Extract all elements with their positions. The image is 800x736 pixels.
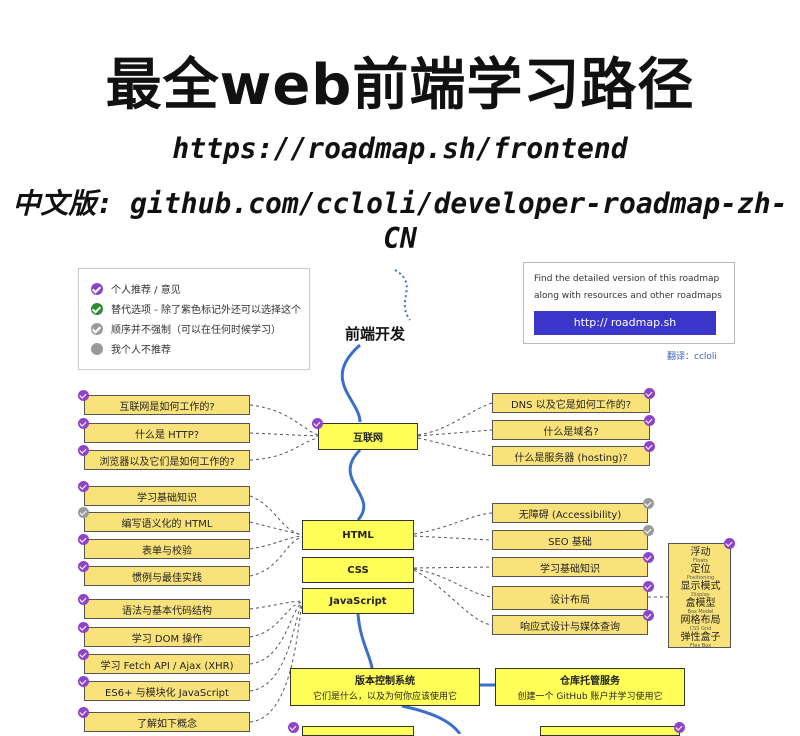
- purple-check-icon: [78, 594, 89, 605]
- gray-check-icon: [643, 498, 654, 509]
- accessibility-node[interactable]: 无障碍 (Accessibility): [492, 503, 648, 523]
- gray-check-icon: [78, 507, 89, 518]
- es6-modules-node[interactable]: ES6+ 与模块化 JavaScript: [84, 681, 250, 701]
- gray-check-icon: [643, 525, 654, 536]
- purple-check-icon: [643, 552, 654, 563]
- best-practices-node[interactable]: 惯例与最佳实践: [84, 566, 250, 586]
- concepts-node[interactable]: 了解如下概念: [84, 712, 250, 732]
- purple-check-icon: [78, 676, 89, 687]
- forms-validation-node[interactable]: 表单与校验: [84, 539, 250, 559]
- gray-check-icon: [91, 322, 103, 335]
- legend-item-order: 顺序并不强制（可以在任何时候学习）: [91, 321, 281, 336]
- cn-version-url[interactable]: 中文版: github.com/ccloli/developer-roadmap…: [12, 187, 788, 255]
- purple-check-icon: [312, 418, 323, 429]
- purple-check-icon: [644, 415, 655, 426]
- js-syntax-node[interactable]: 语法与基本代码结构: [84, 599, 250, 619]
- legend-panel: 个人推荐 / 意见 替代选项 - 除了紫色标记外还可以选择这个 顺序并不强制（可…: [78, 268, 310, 370]
- green-check-icon: [91, 302, 103, 315]
- layout-node[interactable]: 设计布局: [492, 586, 648, 610]
- purple-check-icon: [78, 390, 89, 401]
- page-title: 最全web前端学习路径: [105, 53, 695, 118]
- purple-check-icon: [78, 418, 89, 429]
- purple-check-icon: [91, 282, 103, 295]
- responsive-design-node[interactable]: 响应式设计与媒体查询: [492, 615, 648, 635]
- translator-credit: 翻译：ccloli: [667, 352, 717, 362]
- purple-check-icon: [78, 534, 89, 545]
- roadmap-link-button[interactable]: http:// roadmap.sh: [534, 311, 716, 335]
- purple-check-icon: [288, 722, 299, 733]
- css-basics-node[interactable]: 学习基础知识: [492, 557, 648, 577]
- purple-check-icon: [78, 445, 89, 456]
- domain-name-node[interactable]: 什么是域名?: [492, 420, 650, 440]
- purple-check-icon: [644, 388, 655, 399]
- purple-check-icon: [78, 622, 89, 633]
- purple-check-icon: [78, 707, 89, 718]
- purple-check-icon: [643, 610, 654, 621]
- browsers-node[interactable]: 浏览器以及它们是如何工作的?: [84, 450, 250, 470]
- repo-hosting-node[interactable]: 仓库托管服务 创建一个 GitHub 账户并学习使用它: [495, 668, 685, 706]
- javascript-node[interactable]: JavaScript: [302, 588, 414, 614]
- seo-basics-node[interactable]: SEO 基础: [492, 530, 648, 550]
- how-internet-works-node[interactable]: 互联网是如何工作的?: [84, 395, 250, 415]
- legend-item-alternative: 替代选项 - 除了紫色标记外还可以选择这个: [91, 301, 301, 316]
- legend-item-recommended: 个人推荐 / 意见: [91, 281, 181, 296]
- info-panel: Find the detailed version of this roadma…: [523, 262, 735, 344]
- purple-check-icon: [724, 538, 735, 549]
- what-is-http-node[interactable]: 什么是 HTTP?: [84, 423, 250, 443]
- purple-check-icon: [78, 481, 89, 492]
- roadmap-title: 前端开发: [345, 325, 406, 343]
- purple-check-icon: [644, 441, 655, 452]
- purple-check-icon: [643, 581, 654, 592]
- hosting-node[interactable]: 什么是服务器 (hosting)?: [492, 446, 650, 466]
- info-text: Find the detailed version of this roadma…: [534, 274, 722, 301]
- html-basics-node[interactable]: 学习基础知识: [84, 486, 250, 506]
- gray-dot-icon: [91, 342, 103, 355]
- purple-check-icon: [78, 561, 89, 572]
- css-node[interactable]: CSS: [302, 557, 414, 583]
- html-node[interactable]: HTML: [302, 520, 414, 550]
- next-node-partial: [302, 726, 414, 736]
- purple-check-icon: [674, 722, 685, 733]
- roadmap-url[interactable]: https://roadmap.sh/frontend: [172, 132, 628, 165]
- fetch-api-node[interactable]: 学习 Fetch API / Ajax (XHR): [84, 654, 250, 674]
- dom-manipulation-node[interactable]: 学习 DOM 操作: [84, 627, 250, 647]
- semantic-html-node[interactable]: 编写语义化的 HTML: [84, 512, 250, 532]
- next-node-partial-right: [540, 726, 680, 736]
- dns-node[interactable]: DNS 以及它是如何工作的?: [492, 393, 650, 413]
- vcs-node[interactable]: 版本控制系统 它们是什么，以及为何你应该使用它: [290, 668, 480, 706]
- legend-item-not-recommended: 我个人不推荐: [91, 341, 171, 356]
- internet-node[interactable]: 互联网: [318, 423, 418, 450]
- purple-check-icon: [78, 649, 89, 660]
